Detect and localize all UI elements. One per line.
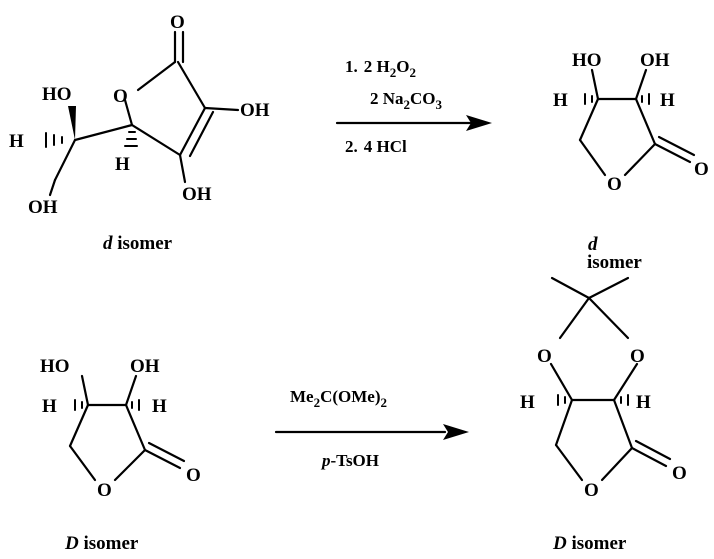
methyl-bond [587, 276, 630, 300]
methyl-bond [550, 276, 591, 300]
bond [634, 68, 648, 101]
atom-label: H [553, 90, 568, 111]
atom-label: O [630, 346, 645, 367]
atom-label: OH [182, 184, 212, 205]
bond [554, 398, 574, 447]
bond [136, 60, 177, 92]
atom-label: HO [42, 84, 72, 105]
bond [123, 98, 134, 127]
bond [554, 443, 584, 482]
bond [53, 138, 77, 182]
atom-label: O [607, 174, 622, 195]
reaction-arrow-2 [274, 424, 469, 440]
bond [73, 123, 134, 142]
bond [124, 403, 147, 452]
bond [143, 448, 182, 470]
bond [68, 444, 97, 482]
bond [130, 123, 182, 157]
atom-label: H [152, 396, 167, 417]
double-bond [634, 439, 672, 461]
reaction-arrow-1 [335, 115, 492, 131]
atom-label: O [186, 465, 201, 486]
atom-label: H [9, 131, 24, 152]
reagents-2: Me2C(OMe)2 p-TsOH [290, 387, 387, 470]
double-bond [657, 135, 696, 157]
caption-d-isomer-2-word: isomer [587, 252, 642, 273]
wedge-bond [68, 106, 76, 140]
reagent-step1-a: 1.2 H2O2 [345, 57, 416, 80]
arrow-head [443, 424, 469, 440]
caption-d-isomer-1: d isomer [103, 233, 173, 254]
bond [80, 374, 90, 407]
reagent-catalyst: p-TsOH [320, 451, 379, 470]
bond [176, 60, 207, 110]
arrow-head [466, 115, 492, 131]
bond [113, 448, 147, 482]
atom-label: O [672, 463, 687, 484]
atom-label: H [42, 396, 57, 417]
bond [612, 362, 639, 402]
reagent-acetal: Me2C(OMe)2 [290, 387, 387, 410]
atom-label: O [694, 159, 709, 180]
bond [558, 296, 591, 340]
bond [612, 398, 634, 450]
atom-label: O [537, 346, 552, 367]
reagent-step2: 2.4 HCl [345, 137, 407, 156]
molecule-ascorbic-acid: O O OH OH HO H H OH [9, 12, 270, 218]
caption-D-isomer-4: D isomer [552, 533, 627, 554]
bond [124, 374, 138, 407]
atom-label: OH [28, 197, 58, 218]
bond [48, 178, 57, 197]
molecule-acetonide: O O H H O O [520, 276, 687, 501]
bond [578, 138, 607, 177]
bond [630, 446, 668, 468]
double-bond-inner [188, 110, 215, 158]
atom-label: H [636, 392, 651, 413]
reagents-1: 1.2 H2O2 2 Na2CO3 2.4 HCl [345, 57, 443, 156]
atom-label: O [584, 480, 599, 501]
atom-label: H [520, 392, 535, 413]
atom-label: H [660, 90, 675, 111]
bond [590, 68, 600, 101]
atom-label: O [170, 12, 185, 33]
bond [203, 106, 240, 112]
bond [634, 97, 657, 146]
bond [653, 142, 692, 164]
bond [578, 97, 600, 142]
molecule-lactone-diol-bottom: HO OH H H O O [40, 356, 201, 501]
caption-D-isomer-3: D isomer [64, 533, 139, 554]
atom-label: H [115, 154, 130, 175]
atom-label: OH [640, 50, 670, 71]
bond [549, 362, 574, 402]
bond [587, 296, 630, 340]
atom-label: O [113, 86, 128, 107]
molecule-lactone-diol-top: HO OH H H O O [553, 50, 709, 195]
bond [600, 446, 634, 482]
bond [178, 106, 207, 157]
caption-d-isomer-2-letter: d [588, 234, 598, 255]
atom-label: HO [572, 50, 602, 71]
atom-label: OH [240, 100, 270, 121]
reagent-step1-b: 2 Na2CO3 [370, 89, 443, 112]
atom-label: O [97, 480, 112, 501]
double-bond [147, 441, 186, 463]
atom-label: HO [40, 356, 70, 377]
bond [623, 142, 657, 177]
bond [178, 153, 187, 184]
bond [68, 403, 90, 448]
atom-label: OH [130, 356, 160, 377]
